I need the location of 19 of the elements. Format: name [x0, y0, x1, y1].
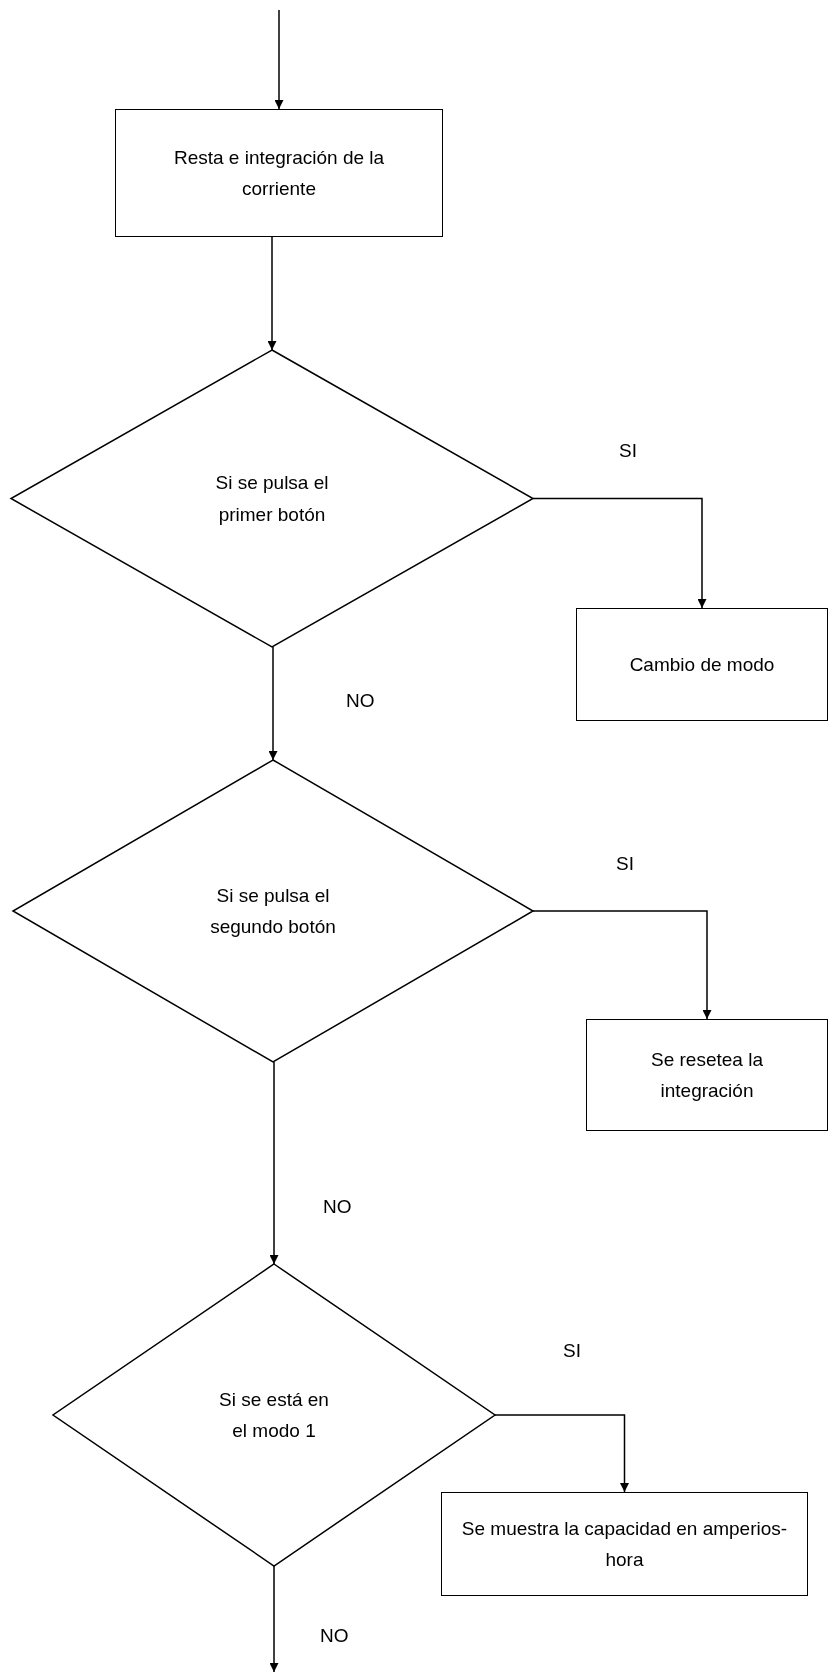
- node-label: Resta e integración de la corriente: [172, 145, 386, 201]
- arrow: [269, 1061, 279, 1265]
- arrow: [267, 236, 277, 351]
- arrow: [268, 646, 278, 761]
- process-box: [441, 1492, 808, 1596]
- node-label: Cambio de modo: [628, 652, 776, 677]
- process-box: [115, 109, 443, 237]
- arrow: [269, 1565, 279, 1673]
- node-label: Se muestra la capacidad en amperios-hora: [460, 1516, 789, 1572]
- node-label: Si se pulsa el segundo botón: [209, 883, 337, 939]
- arrow: [494, 1414, 629, 1493]
- node-label: Se resetea la integración: [650, 1047, 764, 1103]
- arrow: [532, 910, 712, 1020]
- node-label: Si se pulsa el primer botón: [214, 471, 330, 527]
- process-box: [586, 1019, 828, 1131]
- arrow: [274, 9, 284, 110]
- node-label: Si se está en el modo 1: [218, 1387, 330, 1443]
- process-box: [576, 608, 828, 721]
- arrow: [532, 497, 707, 609]
